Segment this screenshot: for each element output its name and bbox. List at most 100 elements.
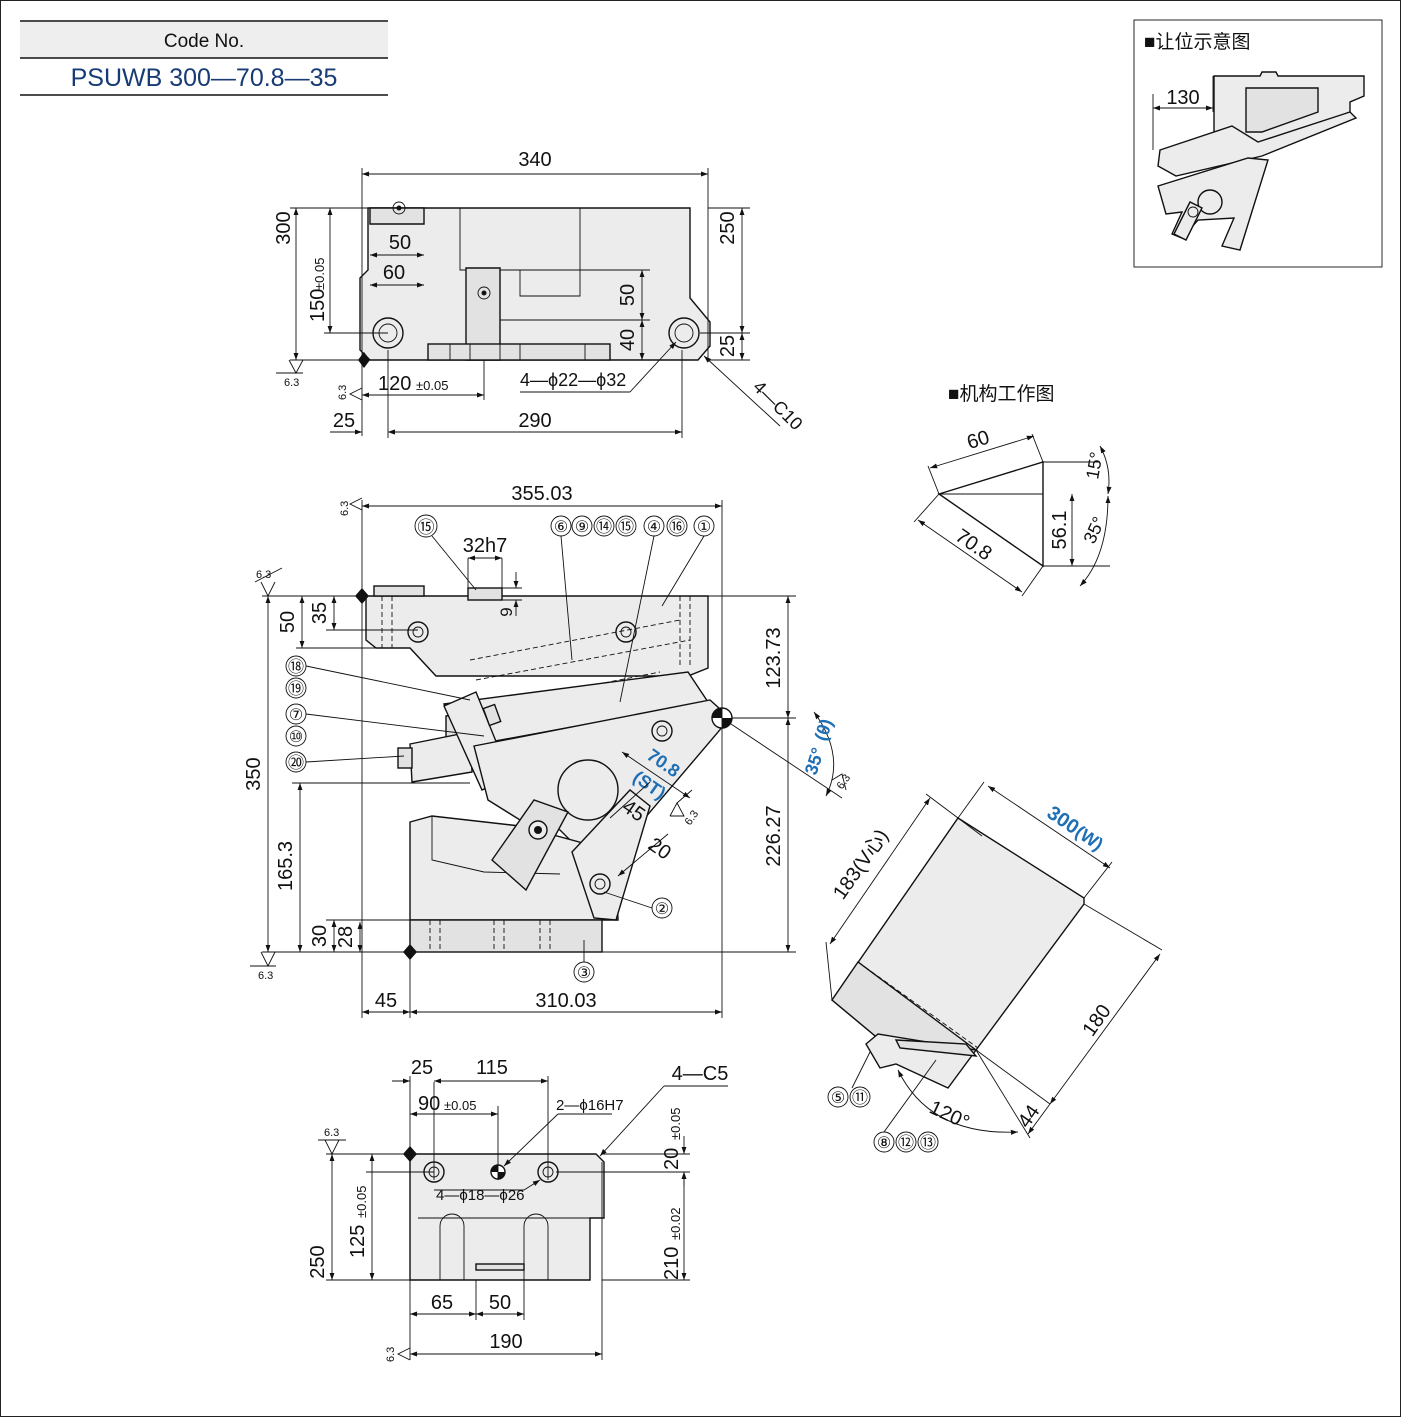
- front-roughness-angle: 6.3: [835, 772, 854, 791]
- side-callout-13: ⑬: [920, 1134, 936, 1152]
- front-callout-15: ⑮: [618, 518, 634, 536]
- front-callout-9: ⑨: [575, 519, 589, 536]
- dim-56-1: 56.1: [1049, 511, 1071, 550]
- retract-inset-title: ■让位示意图: [1144, 31, 1250, 53]
- front-roughness-top: 6.3: [339, 501, 351, 516]
- top-dim-150: 150: [307, 289, 329, 322]
- side-dim-44: 44: [1014, 1101, 1045, 1132]
- side-view: 183(V心) 300 (W) 180 44 120° ⑤ ⑪ ⑧ ⑫ ⑬: [825, 781, 1163, 1153]
- bottom-dim-65: 65: [431, 1292, 453, 1314]
- bottom-dim-125-tol: ±0.05: [354, 1186, 369, 1218]
- mechanism-inset: ■机构工作图 60 70.8 56.1 15° 35°: [913, 383, 1112, 597]
- front-dim-310: 310.03: [535, 990, 596, 1012]
- side-callout-5: ⑤: [831, 1090, 845, 1107]
- front-dim-20: 20: [644, 834, 675, 865]
- top-dim-300: 300: [273, 211, 295, 244]
- top-dim-250: 250: [717, 211, 739, 244]
- front-dim-123: 123.73: [763, 627, 785, 688]
- bottom-view: 25 115 4—C5 90 ±0.05 2—ϕ16H7 20 ±0.05 4—…: [307, 1057, 728, 1362]
- side-callout-8: ⑧: [877, 1135, 891, 1152]
- front-dim-165: 165.3: [275, 841, 297, 891]
- bottom-dim-210: 210: [661, 1247, 683, 1280]
- top-dim-25r: 25: [717, 335, 739, 357]
- side-dim-180: 180: [1079, 1001, 1116, 1041]
- bottom-dim-115: 115: [476, 1057, 508, 1079]
- top-dim-50b: 50: [617, 284, 639, 306]
- code-label: Code No.: [164, 31, 244, 52]
- front-dim-355: 355.03: [511, 483, 572, 505]
- front-dim-226: 226.27: [763, 805, 785, 866]
- front-left-callouts: ⑱ ⑲ ⑦ ⑩ ⑳: [285, 655, 485, 773]
- bottom-dim-50: 50: [489, 1292, 511, 1314]
- front-callout-7: ⑦: [289, 707, 303, 724]
- top-dim-25: 25: [333, 410, 355, 432]
- front-dim-30: 30: [309, 925, 331, 947]
- front-dim-32h7: 32h7: [463, 535, 508, 557]
- front-callout-20: ⑳: [288, 754, 304, 772]
- bottom-roughness-left: 6.3: [324, 1127, 339, 1139]
- front-dim-9: 9: [497, 607, 516, 616]
- top-dim-50a: 50: [389, 232, 411, 254]
- top-dim-340: 340: [518, 149, 551, 171]
- side-dim-183: 183(V心): [829, 825, 893, 903]
- front-callout-1: ①: [697, 519, 711, 536]
- front-callout-16: ⑯: [669, 518, 685, 536]
- bottom-dim-210-tol: ±0.02: [668, 1208, 683, 1240]
- front-dim-35: 35: [309, 602, 331, 624]
- front-dim-45: 45: [375, 990, 397, 1012]
- top-dim-120: 120: [378, 373, 411, 395]
- bottom-dim-190: 190: [489, 1331, 522, 1353]
- front-view: 355.03 ⑮ 32h7 9 ⑥ ⑨ ⑭ ⑮ ④ ⑯ ① 35: [243, 483, 853, 1018]
- bottom-dim-20: 20: [661, 1148, 683, 1170]
- top-dim-120-tol: ±0.05: [416, 378, 448, 393]
- dim-130: 130: [1166, 87, 1199, 109]
- front-callout-4: ④: [647, 519, 661, 536]
- front-dim-28: 28: [335, 926, 357, 948]
- bottom-dim-2phi: 2—ϕ16H7: [556, 1097, 624, 1114]
- top-dim-40: 40: [617, 329, 639, 351]
- front-dim-350: 350: [243, 757, 265, 790]
- side-angle-120: 120°: [926, 1097, 973, 1134]
- front-top-callouts: ⑥ ⑨ ⑭ ⑮ ④ ⑯ ①: [550, 515, 715, 703]
- code-value: PSUWB 300—70.8—35: [71, 64, 338, 92]
- front-callout-18: ⑱: [288, 658, 304, 676]
- front-roughness-st: 6.3: [683, 808, 702, 827]
- mechanism-inset-title: ■机构工作图: [948, 383, 1054, 405]
- side-callout-11: ⑪: [852, 1089, 868, 1107]
- angle-35: 35°: [1079, 514, 1109, 547]
- bottom-dim-4phi: 4—ϕ18—ϕ26: [436, 1187, 525, 1204]
- angle-15: 15°: [1082, 450, 1106, 480]
- bottom-dim-125: 125: [347, 1225, 369, 1258]
- top-dim-290: 290: [518, 410, 551, 432]
- retract-inset: ■让位示意图 130: [1133, 19, 1383, 268]
- top-view: 340 300 150 ±0.05 50 60 50 40 250 25 120…: [273, 149, 806, 438]
- front-dim-50: 50: [277, 611, 299, 633]
- code-header: Code No. PSUWB 300—70.8—35: [20, 20, 388, 96]
- front-callout-10: ⑩: [289, 729, 303, 746]
- dim-70-8: 70.8: [951, 525, 996, 565]
- front-theta: (θ): [811, 716, 837, 743]
- top-dim-150-tol: ±0.05: [312, 258, 327, 290]
- top-roughness-b: 6.3: [337, 385, 349, 400]
- front-callout-6: ⑥: [554, 519, 568, 536]
- bottom-dim-20-tol: ±0.05: [668, 1108, 683, 1140]
- bottom-roughness-bottom: 6.3: [385, 1347, 397, 1362]
- front-roughness-left: 6.3: [256, 569, 271, 581]
- top-dim-4phi: 4—ϕ22—ϕ32: [520, 370, 626, 390]
- top-dim-60: 60: [383, 262, 405, 284]
- front-callout-2: ②: [655, 901, 669, 918]
- front-angle: 35°: [801, 745, 828, 777]
- bottom-dim-25: 25: [411, 1057, 433, 1079]
- top-roughness-a: 6.3: [284, 377, 299, 389]
- front-roughness-bottom: 6.3: [258, 970, 273, 982]
- bottom-dim-4c5: 4—C5: [672, 1063, 729, 1085]
- bottom-dim-90: 90: [418, 1093, 440, 1115]
- bottom-dim-250: 250: [307, 1245, 329, 1278]
- bottom-dim-90-tol: ±0.05: [444, 1098, 476, 1113]
- front-callout-14: ⑭: [596, 518, 612, 536]
- front-callout-17: ⑮: [418, 518, 435, 537]
- front-callout-3: ③: [577, 965, 591, 982]
- front-callout-19: ⑲: [288, 680, 304, 698]
- side-callout-12: ⑫: [898, 1134, 914, 1152]
